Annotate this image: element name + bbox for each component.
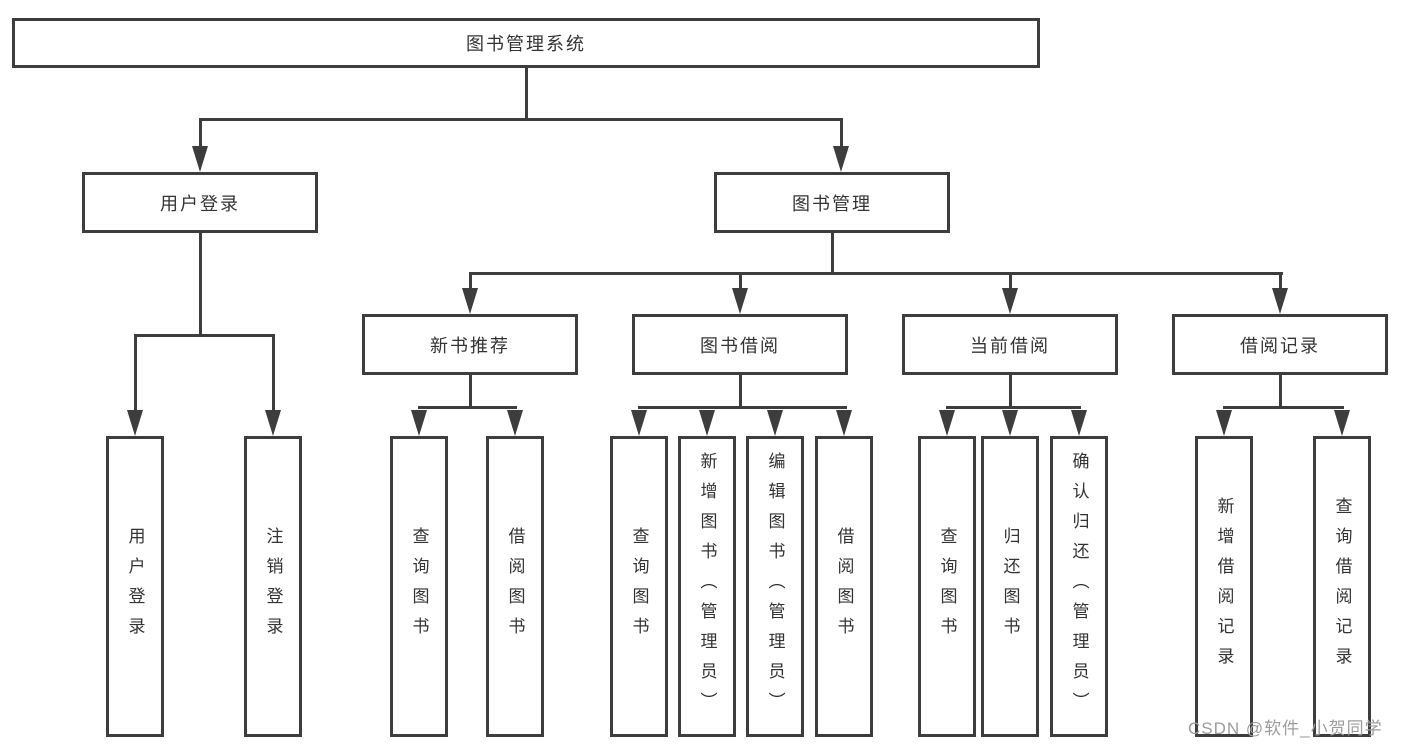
leaf-query-books-current-label: 查询图书 [937, 526, 957, 647]
arrow-down-icon [1002, 410, 1018, 436]
connector-userlogin-drop-right [271, 334, 275, 412]
connector-recommend-stem [468, 375, 472, 409]
arrow-down-icon [411, 410, 427, 436]
arrow-down-icon [939, 410, 955, 436]
node-new-book-recommend-label: 新书推荐 [430, 335, 510, 356]
arrow-down-icon [833, 146, 849, 172]
connector-records-stem [1278, 375, 1282, 409]
node-book-borrow-label: 图书借阅 [700, 335, 780, 356]
leaf-confirm-return-admin-label: 确认归还（管理员） [1069, 451, 1089, 722]
connector-bookmgmt-stem [830, 233, 834, 275]
connector-bookmgmt-bar [468, 272, 1283, 275]
csdn-watermark: CSDN @软件_小贺同学 [1188, 719, 1383, 738]
connector-root-drop-right [839, 118, 843, 150]
leaf-user-login-label: 用户登录 [125, 526, 145, 647]
leaf-confirm-return-admin: 确认归还（管理员） [1050, 436, 1108, 737]
node-new-book-recommend: 新书推荐 [362, 314, 578, 375]
node-book-borrow: 图书借阅 [632, 314, 848, 375]
node-root-label: 图书管理系统 [466, 34, 586, 54]
connector-current-stem [1008, 375, 1012, 409]
leaf-query-books-borrow-label: 查询图书 [629, 526, 649, 647]
arrow-down-icon [836, 410, 852, 436]
leaf-add-books-admin-label: 新增图书（管理员） [697, 451, 717, 722]
connector-root-drop-left [198, 118, 202, 150]
leaf-return-books: 归还图书 [981, 436, 1039, 737]
connector-bookmgmt-drop-4 [1278, 272, 1282, 290]
arrow-down-icon [507, 410, 523, 436]
arrow-down-icon [265, 410, 281, 436]
leaf-borrow-books: 借阅图书 [815, 436, 873, 737]
connector-borrow-stem [738, 375, 742, 409]
arrow-down-icon [1216, 410, 1232, 436]
leaf-add-borrow-record-label: 新增借阅记录 [1214, 496, 1234, 677]
leaf-add-books-admin: 新增图书（管理员） [678, 436, 736, 737]
leaf-query-books-recommend: 查询图书 [390, 436, 448, 737]
leaf-query-borrow-record: 查询借阅记录 [1313, 436, 1371, 737]
leaf-query-books-borrow: 查询图书 [610, 436, 668, 737]
connector-userlogin-bar [133, 334, 275, 337]
node-borrow-records: 借阅记录 [1172, 314, 1388, 375]
leaf-borrow-books-recommend-label: 借阅图书 [505, 526, 525, 647]
arrow-down-icon [192, 146, 208, 172]
leaf-edit-books-admin-label: 编辑图书（管理员） [765, 451, 785, 722]
node-book-management: 图书管理 [714, 172, 950, 233]
arrow-down-icon [462, 288, 478, 314]
connector-current-bar [945, 406, 1081, 409]
arrow-down-icon [732, 288, 748, 314]
connector-recommend-bar [417, 406, 517, 409]
node-book-management-label: 图书管理 [792, 193, 872, 214]
leaf-edit-books-admin: 编辑图书（管理员） [746, 436, 804, 737]
connector-borrow-bar [637, 406, 847, 409]
leaf-query-borrow-record-label: 查询借阅记录 [1332, 496, 1352, 677]
connector-records-bar [1222, 406, 1344, 409]
leaf-user-login: 用户登录 [106, 436, 164, 737]
arrow-down-icon [767, 410, 783, 436]
leaf-borrow-books-label: 借阅图书 [834, 526, 854, 647]
connector-bookmgmt-drop-2 [738, 272, 742, 290]
node-borrow-records-label: 借阅记录 [1240, 335, 1320, 356]
leaf-add-borrow-record: 新增借阅记录 [1195, 436, 1253, 737]
connector-bookmgmt-drop-1 [468, 272, 472, 290]
node-current-borrow-label: 当前借阅 [970, 335, 1050, 356]
leaf-logout: 注销登录 [244, 436, 302, 737]
arrow-down-icon [1272, 288, 1288, 314]
leaf-logout-label: 注销登录 [263, 526, 283, 647]
node-current-borrow: 当前借阅 [902, 314, 1118, 375]
node-user-login-label: 用户登录 [160, 193, 240, 214]
arrow-down-icon [699, 410, 715, 436]
connector-root-bar [198, 118, 843, 121]
arrow-down-icon [1071, 410, 1087, 436]
arrow-down-icon [1334, 410, 1350, 436]
node-user-login: 用户登录 [82, 172, 318, 233]
arrow-down-icon [631, 410, 647, 436]
connector-userlogin-stem [198, 233, 202, 337]
leaf-return-books-label: 归还图书 [1000, 526, 1020, 647]
arrow-down-icon [1002, 288, 1018, 314]
connector-userlogin-drop-left [133, 334, 137, 412]
leaf-query-books-recommend-label: 查询图书 [409, 526, 429, 647]
leaf-query-books-current: 查询图书 [918, 436, 976, 737]
connector-root-stem [524, 68, 528, 118]
connector-bookmgmt-drop-3 [1008, 272, 1012, 290]
node-root: 图书管理系统 [12, 18, 1040, 68]
leaf-borrow-books-recommend: 借阅图书 [486, 436, 544, 737]
arrow-down-icon [127, 410, 143, 436]
